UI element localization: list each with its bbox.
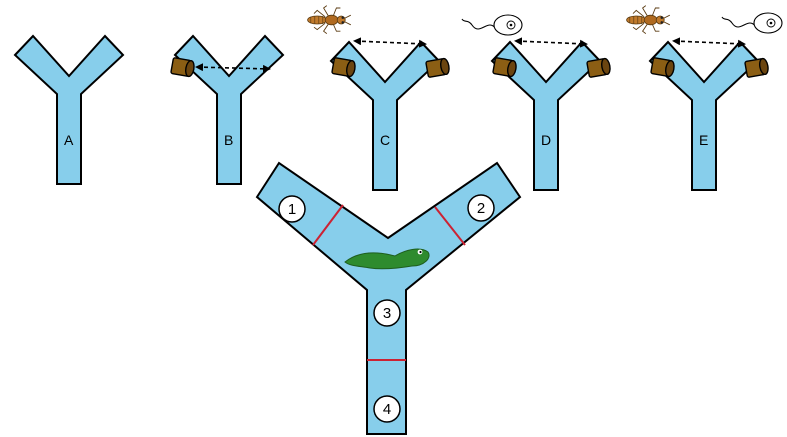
maze-a: A	[14, 35, 124, 185]
protist-icon	[721, 12, 783, 34]
protist-icon	[461, 14, 523, 36]
svg-text:3: 3	[383, 305, 391, 322]
zone-marker-4: 4	[373, 395, 401, 423]
cylinder-left	[492, 56, 518, 78]
maze-e: E	[626, 5, 783, 191]
cylinder-right	[425, 57, 451, 79]
svg-text:4: 4	[383, 401, 391, 418]
divider-1	[312, 204, 344, 246]
maze-c: C	[307, 5, 451, 191]
cylinder-left	[170, 56, 196, 78]
zone-marker-3: 3	[373, 299, 401, 327]
tadpole-icon	[344, 248, 430, 270]
double-arrow	[195, 63, 271, 73]
dragonfly-larva-icon	[307, 5, 352, 35]
big-maze: 1 2 3 4	[255, 161, 522, 435]
cylinder-left	[650, 56, 676, 78]
maze-d: D	[461, 14, 612, 191]
maze-a-label: A	[64, 132, 74, 148]
svg-text:2: 2	[477, 200, 485, 217]
dragonfly-larva-icon	[626, 5, 671, 35]
double-arrow	[514, 37, 588, 48]
divider-2	[434, 206, 466, 246]
svg-text:1: 1	[288, 201, 296, 218]
double-arrow	[672, 37, 746, 48]
cylinder-right	[586, 57, 612, 79]
zone-marker-2: 2	[467, 194, 495, 222]
maze-d-label: D	[541, 132, 551, 148]
cylinder-right	[744, 57, 770, 79]
maze-b-label: B	[224, 132, 233, 148]
zone-marker-1: 1	[278, 195, 306, 223]
maze-c-label: C	[380, 132, 390, 148]
cylinder-left	[331, 56, 357, 78]
maze-e-label: E	[699, 132, 708, 148]
maze-b: B	[170, 35, 284, 185]
double-arrow	[353, 37, 427, 48]
